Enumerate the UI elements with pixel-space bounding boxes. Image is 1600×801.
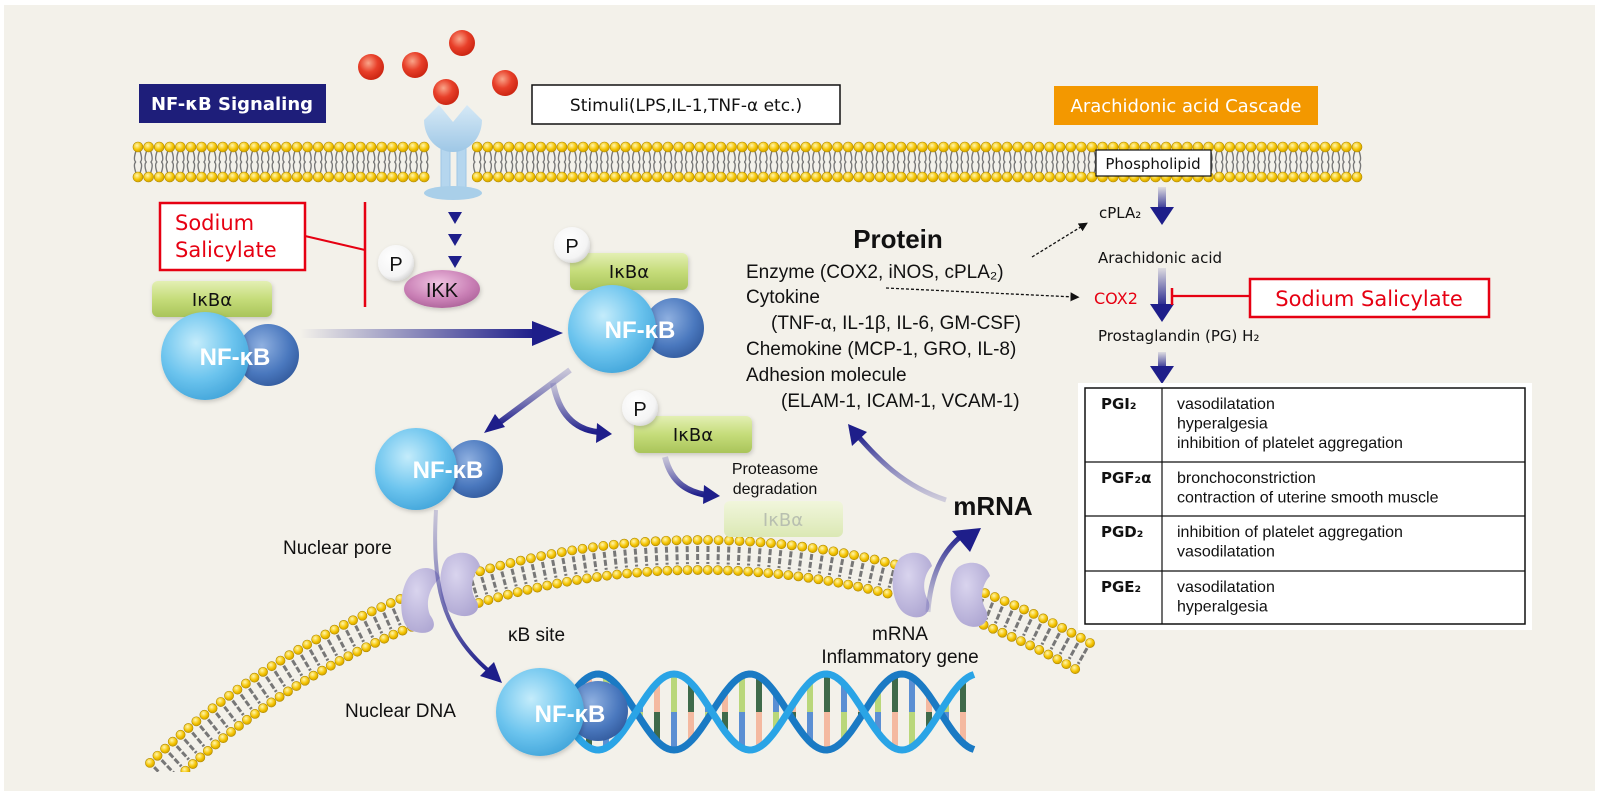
mrna-big-label: mRNA — [953, 491, 1033, 521]
dna-base-pair — [671, 674, 677, 712]
phosphate-label: P — [389, 254, 402, 276]
protein-heading: Protein — [853, 224, 943, 254]
phosphate-label: P — [633, 399, 646, 421]
phospholipid-label: Phospholipid — [1105, 155, 1200, 173]
ikba-label: IκBα — [673, 425, 713, 446]
nfkb-label: NF-κB — [535, 701, 606, 728]
dna-base-pair — [824, 712, 830, 750]
pg-effect: inhibition of platelet aggregation — [1177, 435, 1403, 452]
arachidonic-cascade-badge: Arachidonic acid Cascade — [1054, 86, 1318, 125]
pg-name: PGI₂ — [1101, 395, 1136, 413]
pg-name: PGE₂ — [1101, 578, 1141, 596]
nfkb-signaling-badge: NF-κB Signaling — [139, 84, 326, 123]
protein-line-chemokine: Chemokine (MCP-1, GRO, IL-8) — [746, 339, 1016, 360]
cpla2-label: cPLA₂ — [1099, 204, 1141, 222]
phosphate-label: P — [565, 236, 578, 258]
stimulus-particle — [433, 79, 459, 105]
inhibitor-left-line2: Salicylate — [175, 238, 277, 262]
ikk-label: IKK — [426, 280, 459, 302]
pg-effect: vasodilatation — [1177, 544, 1275, 561]
inhibitor-left-line1: Sodium — [175, 211, 254, 235]
pg-effect: vasodilatation — [1177, 579, 1275, 596]
nuclear-pore-label: Nuclear pore — [283, 538, 392, 559]
dna-base-pair — [892, 712, 898, 748]
pg-effect: inhibition of platelet aggregation — [1177, 524, 1403, 541]
pg-effect: hyperalgesia — [1177, 599, 1268, 616]
nfkb-label: NF-κB — [413, 457, 484, 484]
pg-effect: bronchoconstriction — [1177, 470, 1316, 487]
pg-effect: contraction of uterine smooth muscle — [1177, 490, 1439, 507]
arachidonic-acid-label: Arachidonic acid — [1098, 249, 1222, 267]
ikba-label: IκBα — [609, 262, 649, 283]
nfkb-signaling-title: NF-κB Signaling — [151, 94, 313, 115]
cox2-label: COX2 — [1094, 289, 1138, 308]
mrna-small-label: mRNA — [872, 624, 928, 645]
pg-effect: vasodilatation — [1177, 396, 1275, 413]
protein-line-enzyme: Enzyme (COX2, iNOS, cPLA₂) — [746, 262, 1004, 283]
nfkb-label: NF-κB — [200, 344, 271, 371]
stimulus-particle — [449, 30, 475, 56]
stimulus-particle — [358, 54, 384, 80]
proteasome-label-line2: degradation — [733, 481, 818, 498]
kb-site-label: κB site — [508, 625, 565, 646]
proteasome-label-line1: Proteasome — [732, 461, 818, 478]
ikba-label: IκBα — [192, 290, 232, 311]
inflammatory-gene-label: Inflammatory gene — [821, 647, 978, 668]
protein-line-cytokine: Cytokine — [746, 287, 820, 308]
stimulus-particle — [492, 70, 518, 96]
prostaglandin-table: PGI₂ vasodilatation hyperalgesia inhibition… — [1078, 383, 1532, 630]
arachidonic-cascade-title: Arachidonic acid Cascade — [1071, 96, 1302, 117]
dna-base-pair — [892, 676, 898, 712]
stimuli-label: Stimuli(LPS,IL-1,TNF-α etc.) — [570, 96, 802, 116]
dna-base-pair — [671, 712, 677, 750]
protein-line-adhesion-list: (ELAM-1, ICAM-1, VCAM-1) — [781, 391, 1020, 412]
inhibitor-right-label: Sodium Salicylate — [1275, 287, 1462, 311]
pg-effect: hyperalgesia — [1177, 416, 1268, 433]
nuclear-dna-label: Nuclear DNA — [345, 701, 456, 722]
nfkb-label: NF-κB — [605, 317, 676, 344]
pg-name: PGF₂α — [1101, 469, 1151, 487]
dna-base-pair — [824, 674, 830, 712]
protein-line-adhesion: Adhesion molecule — [746, 365, 907, 386]
stimulus-particle — [402, 52, 428, 78]
phospholipid-box: Phospholipid — [1096, 150, 1211, 176]
stimuli-box: Stimuli(LPS,IL-1,TNF-α etc.) — [532, 85, 840, 124]
protein-line-cytokine-list: (TNF-α, IL-1β, IL-6, GM-CSF) — [771, 313, 1021, 334]
pg-name: PGD₂ — [1101, 523, 1143, 541]
ikba-degraded-label: IκBα — [763, 510, 803, 531]
pgh2-label: Prostaglandin (PG) H₂ — [1098, 327, 1259, 345]
